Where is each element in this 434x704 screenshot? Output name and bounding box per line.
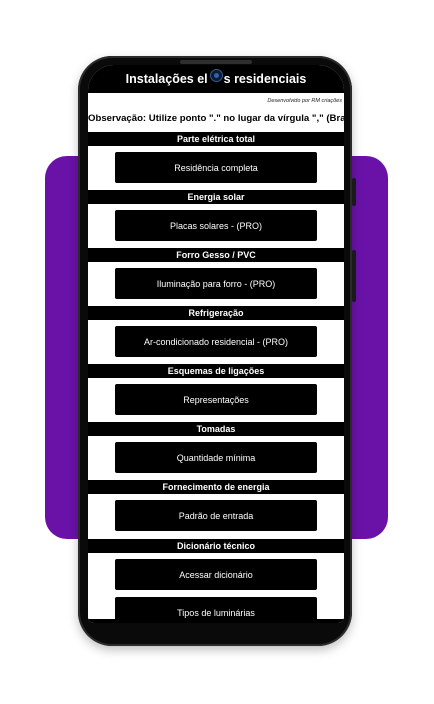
tipos-luminarias-button[interactable]: Tipos de luminárias xyxy=(115,597,317,623)
observation-text: Observação: Utilize ponto "." no lugar d… xyxy=(88,113,344,124)
section-header-esquemas: Esquemas de ligações xyxy=(88,364,344,378)
front-camera-icon xyxy=(210,69,223,82)
padrao-entrada-button[interactable]: Padrão de entrada xyxy=(115,500,317,531)
section-header-refrigeracao: Refrigeração xyxy=(88,306,344,320)
residencia-completa-button[interactable]: Residência completa xyxy=(115,152,317,183)
screen-bottom-edge xyxy=(88,619,344,623)
iluminacao-forro-button[interactable]: Iluminação para forro - (PRO) xyxy=(115,268,317,299)
section-header-energia-solar: Energia solar xyxy=(88,190,344,204)
quantidade-minima-button[interactable]: Quantidade mínima xyxy=(115,442,317,473)
acessar-dicionario-button[interactable]: Acessar dicionário xyxy=(115,559,317,590)
ar-condicionado-button[interactable]: Ar-condicionado residencial - (PRO) xyxy=(115,326,317,357)
section-header-fornecimento: Fornecimento de energia xyxy=(88,480,344,494)
app-bar: Instalações el s residenciais xyxy=(88,65,344,93)
phone-speaker xyxy=(180,60,252,64)
app-title-left: Instalações el xyxy=(125,72,208,86)
section-header-dicionario: Dicionário técnico xyxy=(88,539,344,553)
app-title-right: s residenciais xyxy=(223,72,307,86)
representacoes-button[interactable]: Representações xyxy=(115,384,317,415)
placas-solares-button[interactable]: Placas solares - (PRO) xyxy=(115,210,317,241)
section-header-forro: Forro Gesso / PVC xyxy=(88,248,344,262)
section-header-parte-eletrica: Parte elétrica total xyxy=(88,132,344,146)
phone-screen: Instalações el s residenciais Desenvolvi… xyxy=(88,65,344,623)
phone-side-button xyxy=(352,250,356,302)
phone-side-button xyxy=(352,178,356,206)
developer-note: Desenvolvido por RM criações xyxy=(267,98,342,104)
section-header-tomadas: Tomadas xyxy=(88,422,344,436)
